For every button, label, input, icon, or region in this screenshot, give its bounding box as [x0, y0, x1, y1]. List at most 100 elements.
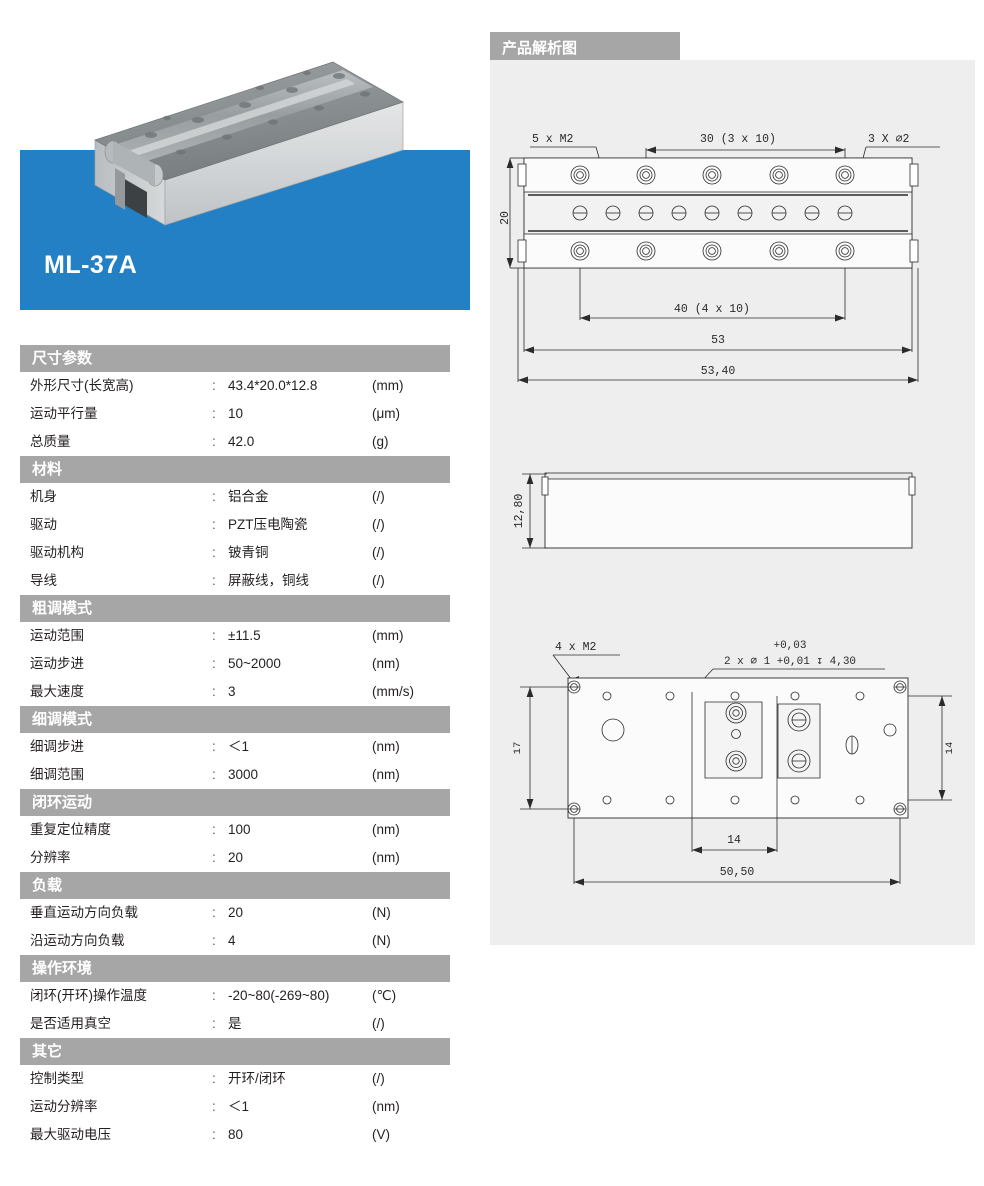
spec-value: 50~2000	[228, 656, 281, 671]
spec-row: 最大速度:3(mm/s)	[20, 678, 450, 706]
label-30-3x10: 30 (3 x 10)	[700, 133, 776, 146]
spec-label: 分辨率	[30, 850, 71, 865]
spec-row: 导线:屏蔽线，铜线(/)	[20, 567, 450, 595]
spec-label: 驱动机构	[30, 545, 84, 560]
spec-separator: :	[212, 545, 216, 560]
spec-section-header: 材料	[20, 456, 450, 483]
spec-row: 外形尺寸(长宽高):43.4*20.0*12.8(mm)	[20, 372, 450, 400]
spec-row: 总质量:42.0(g)	[20, 428, 450, 456]
technical-drawing-bottom-view: 4 x M2 +0,03 2 x ⌀ 1 +0,01 ↧ 4,30	[500, 630, 970, 900]
spec-unit: (nm)	[372, 822, 400, 837]
spec-section-header: 粗调模式	[20, 595, 450, 622]
spec-unit: (/)	[372, 573, 385, 588]
spec-label: 是否适用真空	[30, 1016, 111, 1031]
spec-label: 驱动	[30, 517, 57, 532]
spec-separator: :	[212, 378, 216, 393]
spec-label: 细调步进	[30, 739, 84, 754]
label-5xM2: 5 x M2	[532, 133, 574, 146]
label-3xD2: 3 X ⌀2	[868, 133, 910, 146]
spec-row: 机身: 铝合金 (/)	[20, 483, 450, 511]
spec-label: 垂直运动方向负载	[30, 905, 138, 920]
spec-row: 是否适用真空: 是 (/)	[20, 1010, 450, 1038]
spec-unit: (V)	[372, 1127, 390, 1142]
spec-value: 4	[228, 933, 236, 948]
spec-value: ±11.5	[228, 628, 261, 643]
product-photo	[55, 40, 455, 250]
technical-drawing-side-view: 12,80	[500, 450, 970, 580]
spec-row: 垂直运动方向负载:20(N)	[20, 899, 450, 927]
spec-unit: (/)	[372, 1016, 385, 1031]
spec-label: 总质量	[30, 434, 71, 449]
spec-separator: :	[212, 684, 216, 699]
specification-table: 尺寸参数外形尺寸(长宽高):43.4*20.0*12.8(mm)运动平行量:10…	[20, 345, 450, 1149]
spec-row: 运动范围:±11.5(mm)	[20, 622, 450, 650]
spec-value: 3	[228, 684, 236, 699]
spec-unit: (/)	[372, 489, 385, 504]
spec-row: 运动分辨率:＜1(nm)	[20, 1093, 450, 1121]
spec-value: ＜1	[228, 1099, 250, 1114]
label-53: 53	[711, 334, 725, 347]
spec-value: 43.4*20.0*12.8	[228, 378, 318, 393]
spec-value: 开环/闭环	[228, 1071, 286, 1086]
spec-row: 驱动机构:铍青铜(/)	[20, 539, 450, 567]
spec-section-header: 闭环运动	[20, 789, 450, 816]
spec-row: 驱动:PZT压电陶瓷(/)	[20, 511, 450, 539]
spec-section-header: 尺寸参数	[20, 345, 450, 372]
label-height-12-80: 12,80	[513, 494, 526, 529]
spec-value: 42.0	[228, 434, 255, 449]
label-pin-callout: 2 x ⌀ 1 +0,01 ↧ 4,30	[724, 656, 856, 668]
spec-unit: (/)	[372, 1071, 385, 1086]
spec-separator: :	[212, 933, 216, 948]
spec-separator: :	[212, 850, 216, 865]
spec-separator: :	[212, 517, 216, 532]
spec-unit: (℃)	[372, 988, 397, 1003]
spec-label: 重复定位精度	[30, 822, 111, 837]
label-pin-spacing-14: 14	[727, 834, 741, 847]
label-40-4x10: 40 (4 x 10)	[674, 303, 750, 316]
spec-label: 运动步进	[30, 656, 84, 671]
spec-separator: :	[212, 656, 216, 671]
spec-unit: (N)	[372, 905, 391, 920]
label-width-20: 20	[500, 211, 512, 225]
spec-separator: :	[212, 434, 216, 449]
spec-separator: :	[212, 988, 216, 1003]
spec-section-header: 负载	[20, 872, 450, 899]
spec-value: 是	[228, 1016, 242, 1031]
spec-label: 机身	[30, 489, 57, 504]
spec-label: 外形尺寸(长宽高)	[30, 378, 134, 393]
label-height-14: 14	[944, 742, 956, 755]
spec-label: 细调范围	[30, 767, 84, 782]
spec-unit: (nm)	[372, 739, 400, 754]
spec-unit: (μm)	[372, 406, 401, 421]
spec-value: 80	[228, 1127, 244, 1142]
spec-separator: :	[212, 1016, 216, 1031]
product-photo-area: ML-37A	[0, 0, 470, 310]
spec-label: 闭环(开环)操作温度	[30, 988, 147, 1003]
spec-label: 导线	[30, 573, 57, 588]
spec-value: 3000	[228, 767, 259, 782]
spec-unit: (/)	[372, 545, 385, 560]
spec-row: 控制类型: 开环/闭环 (/)	[20, 1065, 450, 1093]
label-53-40: 53,40	[701, 365, 736, 378]
technical-drawing-top-view: 5 x M2 30 (3 x 10) 3 X ⌀2	[500, 120, 970, 410]
spec-separator: :	[212, 822, 216, 837]
spec-row: 运动步进:50~2000(nm)	[20, 650, 450, 678]
spec-value: 铝合金	[228, 489, 269, 504]
spec-separator: :	[212, 739, 216, 754]
spec-unit: (/)	[372, 517, 385, 532]
spec-value: 20	[228, 850, 244, 865]
spec-row: 运动平行量:10(μm)	[20, 400, 450, 428]
spec-unit: (nm)	[372, 1099, 400, 1114]
spec-value: 屏蔽线，铜线	[228, 573, 309, 588]
spec-row: 闭环(开环)操作温度:-20~80(-269~80)(℃)	[20, 982, 450, 1010]
spec-separator: :	[212, 1071, 216, 1086]
label-50-50: 50,50	[720, 866, 755, 879]
spec-value: 20	[228, 905, 244, 920]
spec-unit: (mm)	[372, 628, 404, 643]
drawing-panel-header: 产品解析图	[490, 32, 680, 65]
label-4xM2: 4 x M2	[555, 641, 597, 654]
spec-row: 细调步进:＜1(nm)	[20, 733, 450, 761]
spec-label: 控制类型	[30, 1071, 84, 1086]
spec-separator: :	[212, 489, 216, 504]
spec-section-header: 细调模式	[20, 706, 450, 733]
